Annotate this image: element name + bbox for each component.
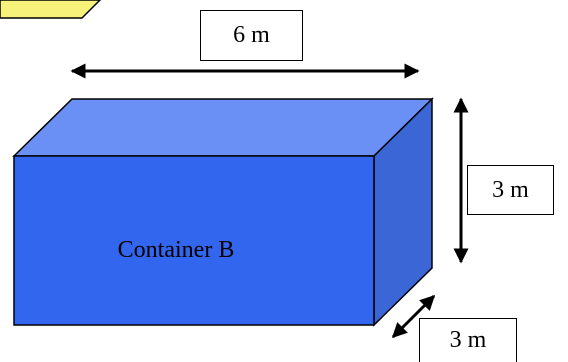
box-front-face bbox=[13, 155, 375, 326]
height-label: 3 m bbox=[467, 165, 554, 215]
note-fragment bbox=[0, 0, 102, 19]
container-label: Container B bbox=[117, 236, 235, 263]
depth-arrow bbox=[391, 294, 436, 339]
width-label: 6 m bbox=[200, 10, 303, 61]
box-top-face bbox=[12, 98, 434, 157]
depth-label: 3 m bbox=[419, 318, 517, 362]
